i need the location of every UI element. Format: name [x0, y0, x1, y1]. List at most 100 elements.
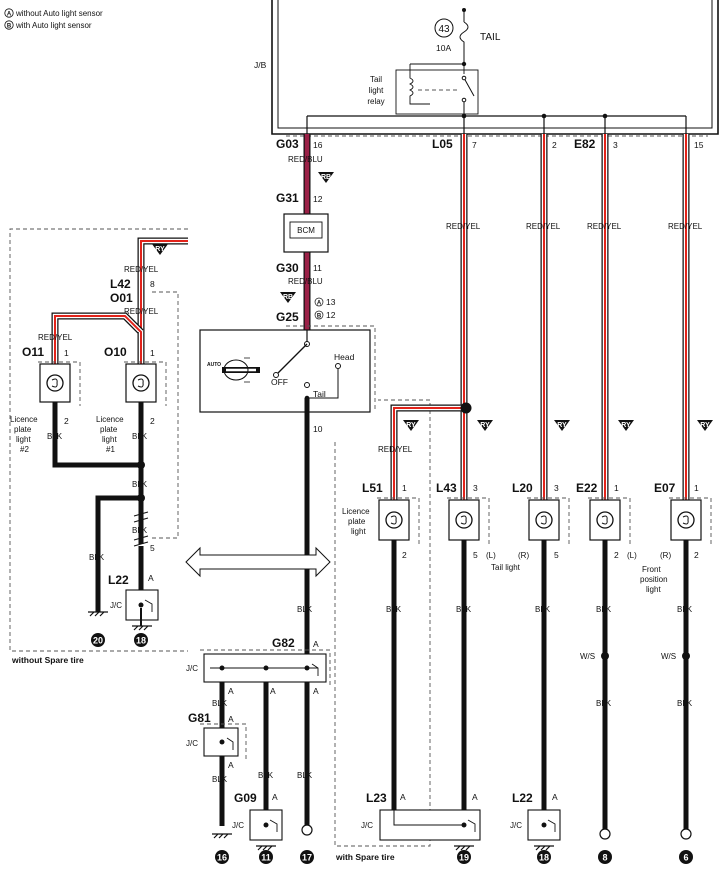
tag-ry-l51: RY — [406, 422, 416, 429]
conn-g09: G09 — [234, 791, 257, 805]
g25-a-mark: A — [317, 301, 322, 307]
wire-e07-blk: BLK — [677, 605, 693, 614]
conn-e82-pin: 3 — [613, 140, 618, 150]
g82-pin-a2: A — [270, 686, 276, 696]
conn-o11-pin1: 1 — [64, 348, 69, 358]
light-switch: OFF Tail Head AUTO 10 — [199, 325, 376, 434]
region-without-spare-label: without Spare tire — [11, 655, 84, 665]
legend-b-mark: B — [7, 24, 12, 30]
relay-label-3: relay — [367, 97, 384, 106]
fuse-name: TAIL — [480, 32, 501, 43]
wire-l42-color: RED/YEL — [124, 265, 159, 274]
wire-e07-blk2: BLK — [677, 699, 693, 708]
wire-g81-blk: BLK — [212, 699, 228, 708]
ground-drops: BLK BLK BLK BLK BLK W/S W/S BLK BLK L23 … — [361, 540, 693, 864]
conn-l05: L05 — [432, 137, 453, 151]
relay-label-2: light — [369, 86, 384, 95]
g09-jc: J/C — [232, 821, 244, 830]
wire-e82-color: RED/YEL — [587, 222, 622, 231]
tag-ry-left: RY — [155, 246, 165, 253]
switch-tail: Tail — [313, 389, 326, 399]
g82-pin-a1: A — [228, 686, 234, 696]
conn-l22-right: L22 — [512, 791, 533, 805]
conn-l43: L43 — [436, 481, 457, 495]
ground-17: 17 — [302, 853, 312, 863]
wire-g30-color: RED/BLU — [288, 277, 323, 286]
conn-e82b-pin: 15 — [694, 140, 704, 150]
conn-g25-pin-a: 13 — [326, 297, 336, 307]
front-pos-3: light — [646, 585, 661, 594]
l23-jc: J/C — [361, 821, 373, 830]
conn-g31: G31 — [276, 191, 299, 205]
conn-l20: L20 — [512, 481, 533, 495]
wire-e22-blk: BLK — [596, 605, 612, 614]
conn-l23: L23 — [366, 791, 387, 805]
region-with-spare: with Spare tire — [334, 399, 431, 862]
legend-a-text: without Auto light sensor — [15, 9, 103, 18]
bcm-label: BCM — [297, 226, 315, 235]
conn-o10-pin2: 2 — [150, 416, 155, 426]
conn-g25-pin-b: 12 — [326, 310, 336, 320]
g81-jc: J/C — [186, 739, 198, 748]
jb-label: J/B — [254, 60, 267, 70]
wire-l22-blk: BLK — [132, 526, 148, 535]
tag-ry-e22: RY — [621, 422, 631, 429]
conn-g03-pin: 16 — [313, 140, 323, 150]
switch-head: Head — [334, 352, 355, 362]
wire-o10-blk-2: BLK — [132, 480, 148, 489]
ground-8: 8 — [602, 853, 607, 863]
ground-6: 6 — [683, 853, 688, 863]
conn-g81: G81 — [188, 711, 211, 725]
e22-side: (L) — [627, 551, 637, 560]
ws-e07: W/S — [661, 652, 676, 661]
o11-label-1: Licence — [10, 415, 38, 424]
o11-label-3: light — [16, 435, 31, 444]
legend-a-mark: A — [7, 12, 12, 18]
g81-pin-a2: A — [228, 760, 234, 770]
conn-o11-pin2: 2 — [64, 416, 69, 426]
switch-out-pin: 10 — [313, 424, 323, 434]
wire-gnd20-blk: BLK — [89, 553, 105, 562]
front-pos-1: Front — [642, 565, 661, 574]
conn-l51: L51 — [362, 481, 383, 495]
conn-e07-pin1: 1 — [694, 483, 699, 493]
wire-l43-blk: BLK — [456, 605, 472, 614]
l51-label-1: Licence — [342, 507, 370, 516]
conn-l51-pin1: 1 — [402, 483, 407, 493]
l22-right-jc: J/C — [510, 821, 522, 830]
o10-label-4: #1 — [106, 445, 115, 454]
wire-gnd17-blk: BLK — [297, 771, 313, 780]
legend: A without Auto light sensor B with Auto … — [4, 8, 103, 30]
relay-label-1: Tail — [370, 75, 382, 84]
conn-l42-pin: 8 — [150, 279, 155, 289]
l51-label-3: light — [351, 527, 366, 536]
tag-rb-1: RB — [321, 174, 331, 181]
conn-e07: E07 — [654, 481, 676, 495]
l20-side: (R) — [518, 551, 529, 560]
conn-l43-pin2: 5 — [473, 550, 478, 560]
l22-right-pin: A — [552, 792, 558, 802]
wire-gnd16-blk: BLK — [212, 775, 228, 784]
conn-g82: G82 — [272, 636, 295, 650]
bcm-chain: G03 16 RED/BLU RB G31 12 BCM G30 11 RED/… — [276, 134, 336, 330]
conn-o11: O11 — [22, 345, 44, 359]
bottom-junctions: G82 A J/C A A A BLK BLK BLK BLK G81 A J/… — [186, 636, 331, 864]
conn-o01: O01 — [110, 291, 133, 305]
double-arrow — [185, 546, 331, 578]
conn-l42-pin5: 5 — [150, 543, 155, 553]
fuse-rating: 10A — [436, 43, 451, 53]
wire-g09-blk: BLK — [258, 771, 274, 780]
conn-l20-pin1: 3 — [554, 483, 559, 493]
tag-rb-2: RB — [283, 294, 293, 301]
conn-l20-pin2: 5 — [554, 550, 559, 560]
conn-e22: E22 — [576, 481, 598, 495]
conn-e82: E82 — [574, 137, 596, 151]
conn-e22-pin2: 2 — [614, 550, 619, 560]
conn-g25: G25 — [276, 310, 299, 324]
conn-g31-pin: 12 — [313, 194, 323, 204]
l23-pin-a2: A — [472, 792, 478, 802]
g82-jc: J/C — [186, 664, 198, 673]
switch-stalk-icon: AUTO — [207, 357, 260, 383]
wire-g03-color: RED/BLU — [288, 155, 323, 164]
